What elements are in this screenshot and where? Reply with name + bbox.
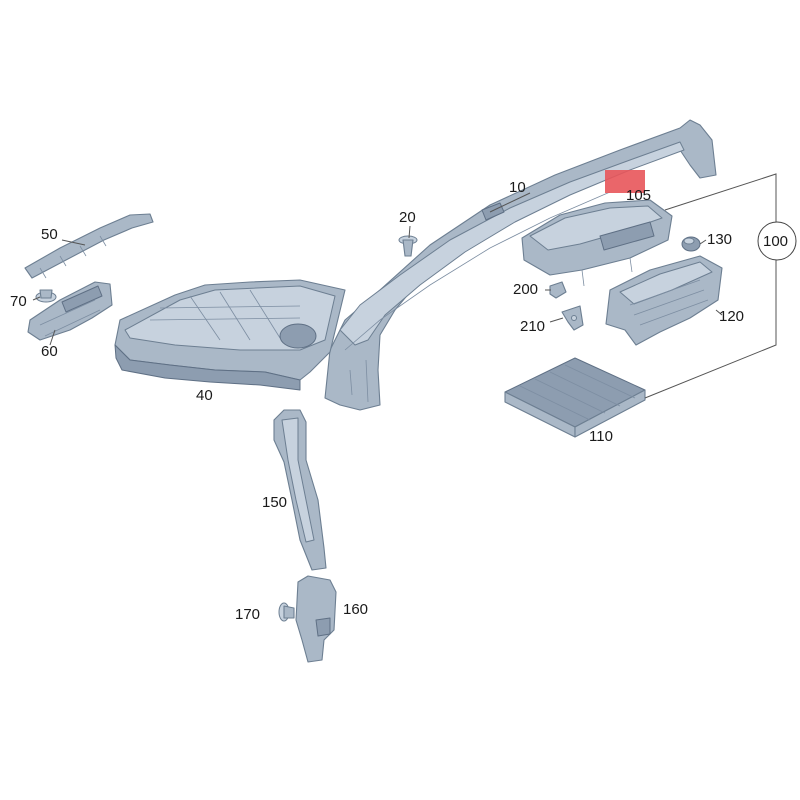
highlight-marker xyxy=(605,170,645,193)
part-105-air-housing[interactable] xyxy=(521,199,673,287)
label-210: 210 xyxy=(520,318,545,335)
part-130-fastener[interactable] xyxy=(681,236,701,252)
label-60: 60 xyxy=(41,343,58,360)
label-100: 100 xyxy=(763,233,788,250)
part-70-clip[interactable] xyxy=(35,289,57,303)
part-160-lower-duct[interactable] xyxy=(295,575,337,663)
part-10-cowl-panel[interactable] xyxy=(324,119,717,411)
part-170-clip[interactable] xyxy=(278,602,295,622)
label-120: 120 xyxy=(719,308,744,325)
part-50-trim-strip[interactable] xyxy=(24,213,154,279)
label-70: 70 xyxy=(10,293,27,310)
part-40-bulkhead-panel[interactable] xyxy=(114,279,346,391)
part-150-duct[interactable] xyxy=(273,409,327,571)
label-160: 160 xyxy=(343,601,368,618)
part-120-filter-housing[interactable] xyxy=(605,255,723,346)
label-150: 150 xyxy=(262,494,287,511)
label-50: 50 xyxy=(41,226,58,243)
part-200-clip[interactable] xyxy=(549,281,567,299)
part-210-bracket[interactable] xyxy=(561,305,584,331)
label-110: 110 xyxy=(589,428,613,445)
label-105: 105 xyxy=(626,187,651,204)
part-labels: 10 20 40 50 60 70 100 105 110 120 130 15… xyxy=(10,179,788,623)
label-20: 20 xyxy=(399,209,416,226)
label-200: 200 xyxy=(513,281,538,298)
label-170: 170 xyxy=(235,606,260,623)
label-40: 40 xyxy=(196,387,213,404)
label-130: 130 xyxy=(707,231,732,248)
part-20-push-clip[interactable] xyxy=(398,235,418,257)
part-110-cabin-filter[interactable] xyxy=(504,357,646,438)
callout-circle-100 xyxy=(757,221,797,261)
label-10: 10 xyxy=(509,179,526,196)
